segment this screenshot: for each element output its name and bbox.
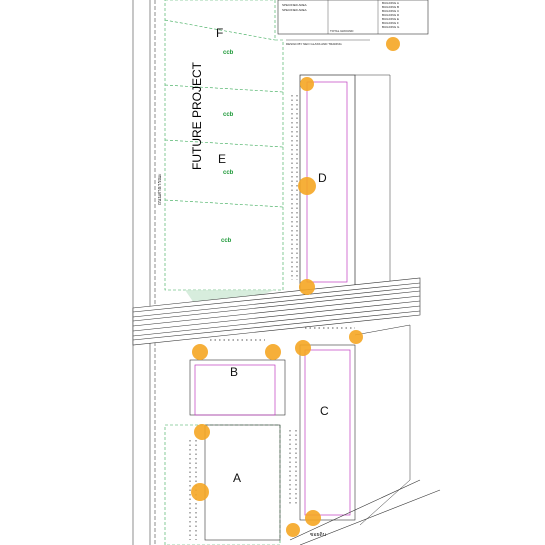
marker	[192, 344, 208, 360]
future-lot-mark: ccb	[221, 238, 232, 244]
marker	[298, 177, 316, 195]
marker	[194, 424, 210, 440]
building-b-outline	[189, 359, 286, 416]
title-line: BUILDING E	[382, 17, 400, 21]
marker	[286, 523, 300, 537]
building-label-d: D	[318, 171, 327, 185]
building-label-c: C	[320, 404, 329, 418]
title-line: BUILDING G	[382, 25, 400, 29]
title-line: BUILDING B	[382, 5, 400, 9]
road-lines	[132, 0, 156, 545]
parking-stalls-d	[291, 95, 298, 280]
marker	[300, 77, 314, 91]
future-project-lots	[164, 0, 284, 291]
building-label-f: F	[216, 26, 224, 40]
future-lot-mark: ccb	[223, 50, 234, 56]
title-line: BUILDING D	[382, 13, 400, 17]
future-project-label: FUTURE PROJECT	[190, 62, 204, 170]
road-band	[132, 277, 421, 346]
road-left-label: ถนนสาธารณะ	[157, 173, 163, 205]
marker	[295, 340, 311, 356]
title-block	[277, 0, 429, 41]
building-label-b: B	[230, 365, 239, 379]
marker	[265, 344, 281, 360]
future-lot-mark: ccb	[223, 170, 234, 176]
building-label-a: A	[233, 471, 242, 485]
title-line: SPECIFIED AREA	[282, 8, 307, 12]
marker-group	[191, 37, 400, 537]
marker	[299, 279, 315, 295]
future-lot-mark: ccb	[223, 112, 234, 118]
building-a-outline	[164, 424, 281, 545]
title-line: BUILDING A	[382, 1, 399, 5]
bottom-road	[289, 479, 441, 545]
marker	[305, 510, 321, 526]
title-line: BUILDING F	[382, 21, 399, 25]
title-total: TOTAL GROUND	[330, 29, 354, 33]
building-label-e: E	[218, 152, 227, 166]
title-line: BUILDING C	[382, 9, 400, 13]
marker	[386, 37, 400, 51]
title-line: SPECIFIED AREA	[282, 3, 307, 7]
building-c-outline	[299, 324, 411, 526]
title-note: DESIGN BY NEO GLASS AND TRADING	[286, 42, 342, 46]
marker	[349, 330, 363, 344]
marker	[191, 483, 209, 501]
road-bottom-label: ซอยดิน	[310, 532, 326, 538]
